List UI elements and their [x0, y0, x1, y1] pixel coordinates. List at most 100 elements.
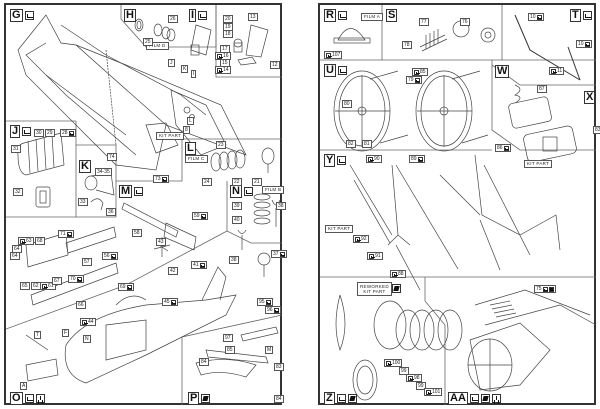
- section-letter: K: [79, 160, 91, 173]
- part-label: 75: [534, 285, 556, 293]
- glue-icon: [386, 360, 392, 366]
- part-label: 8: [183, 126, 190, 134]
- part-drawing-x: [508, 96, 577, 163]
- glue-icon: [279, 251, 286, 257]
- glue-icon: [536, 14, 543, 20]
- part-label: 10: [528, 13, 544, 21]
- part-label: 20: [223, 15, 233, 23]
- part-label: 18: [223, 30, 233, 38]
- part-label: 68: [35, 237, 45, 245]
- part-label: 63: [18, 237, 34, 245]
- glue-icon: [68, 130, 75, 136]
- part-label: 33: [78, 198, 88, 206]
- section-header-t: T: [570, 9, 592, 22]
- part-label: 107: [324, 51, 343, 59]
- section-header-w: W: [495, 65, 510, 78]
- glue-icon: [326, 52, 332, 58]
- part-label: 81: [362, 140, 372, 148]
- glue-icon: [408, 375, 414, 381]
- part-label: 34-35: [95, 168, 112, 176]
- glue-icon: [200, 213, 207, 219]
- part-label: 86: [495, 144, 511, 152]
- part-label: 85: [412, 68, 428, 76]
- fuselage-drawing-o: [25, 266, 237, 384]
- glue-icon: [42, 283, 48, 289]
- part-label: 79: [406, 76, 422, 84]
- part-label: L: [187, 117, 194, 125]
- section-letter: G: [10, 9, 23, 22]
- part-label: 97: [223, 334, 233, 342]
- part-label: 57: [82, 258, 92, 266]
- paint-icon: [347, 394, 357, 403]
- kit-part-note: KIT PART: [325, 225, 354, 233]
- part-label: 21: [252, 178, 262, 186]
- part-label: 61: [40, 282, 56, 290]
- section-letter: S: [386, 9, 398, 22]
- glue-icon: [217, 67, 223, 73]
- part-drawing-k: [84, 172, 115, 211]
- part-drawing-p: [195, 326, 279, 378]
- part-label: 84: [199, 358, 209, 366]
- part-label: 31: [11, 145, 21, 153]
- section-header-u: U: [324, 64, 347, 77]
- section-letter: X: [584, 91, 596, 104]
- part-label: 26: [168, 15, 178, 23]
- part-label: 73: [153, 175, 169, 183]
- part-label: F: [62, 329, 70, 337]
- glue-icon: [414, 77, 421, 83]
- part-label: T: [34, 331, 42, 339]
- paint-icon: [548, 286, 555, 292]
- kit-part-note: KIT PART: [524, 160, 553, 168]
- glue-icon: [22, 127, 32, 136]
- glue-icon: [161, 176, 168, 182]
- section-letter: H: [124, 9, 136, 22]
- glue-icon: [110, 253, 117, 259]
- part-label: 42: [168, 267, 178, 275]
- part-label: 83: [593, 126, 600, 134]
- section-header-l: L: [185, 142, 196, 155]
- part-label: 87: [537, 85, 547, 93]
- section-letter: P: [188, 392, 200, 405]
- section-letter: I: [189, 9, 197, 22]
- section-header-y: Y: [324, 154, 347, 167]
- part-label: 85: [225, 346, 235, 354]
- paint-icon: [480, 394, 490, 403]
- part-label: K: [181, 65, 189, 73]
- part-label: 95: [257, 298, 273, 306]
- section-header-j: J: [10, 125, 32, 138]
- part-label: 69: [118, 283, 134, 291]
- part-label: 99: [416, 382, 426, 390]
- glue-icon: [199, 262, 206, 268]
- section-header-p: P: [188, 392, 211, 405]
- part-label: 23: [216, 141, 226, 149]
- part-label: 14: [215, 66, 231, 74]
- section-header-h: H: [124, 9, 136, 22]
- section-header-g: G: [10, 9, 34, 22]
- glue-icon: [417, 156, 424, 162]
- section-header-r: R: [324, 9, 347, 22]
- glue-icon: [542, 286, 549, 292]
- section-letter: J: [10, 125, 21, 138]
- part-label: 39: [232, 202, 242, 210]
- section-letter: U: [324, 64, 336, 77]
- part-label: 66: [76, 301, 86, 309]
- part-label: 77: [419, 18, 429, 26]
- seat-drawing-i: [190, 24, 269, 66]
- wheel-drawing-z: [335, 294, 463, 401]
- part-label: 38: [229, 256, 239, 264]
- instruction-page-right: R S T U W X Y Z AA FILM A KIT PART KIT P…: [318, 3, 600, 405]
- film-note: FILM B: [262, 186, 285, 194]
- part-label: 70: [68, 275, 84, 283]
- part-label: 25: [143, 38, 153, 46]
- part-label: 88: [390, 270, 406, 278]
- part-label: I: [191, 70, 197, 78]
- section-header-aa: AA: [448, 392, 501, 405]
- section-letter: N: [230, 185, 242, 198]
- glue-icon: [76, 276, 83, 282]
- part-drawing-l: [210, 147, 275, 173]
- section-header-z: Z: [324, 392, 357, 405]
- section-header-x: X: [584, 91, 596, 104]
- part-label: 99: [399, 367, 409, 375]
- part-label: 28: [60, 129, 76, 137]
